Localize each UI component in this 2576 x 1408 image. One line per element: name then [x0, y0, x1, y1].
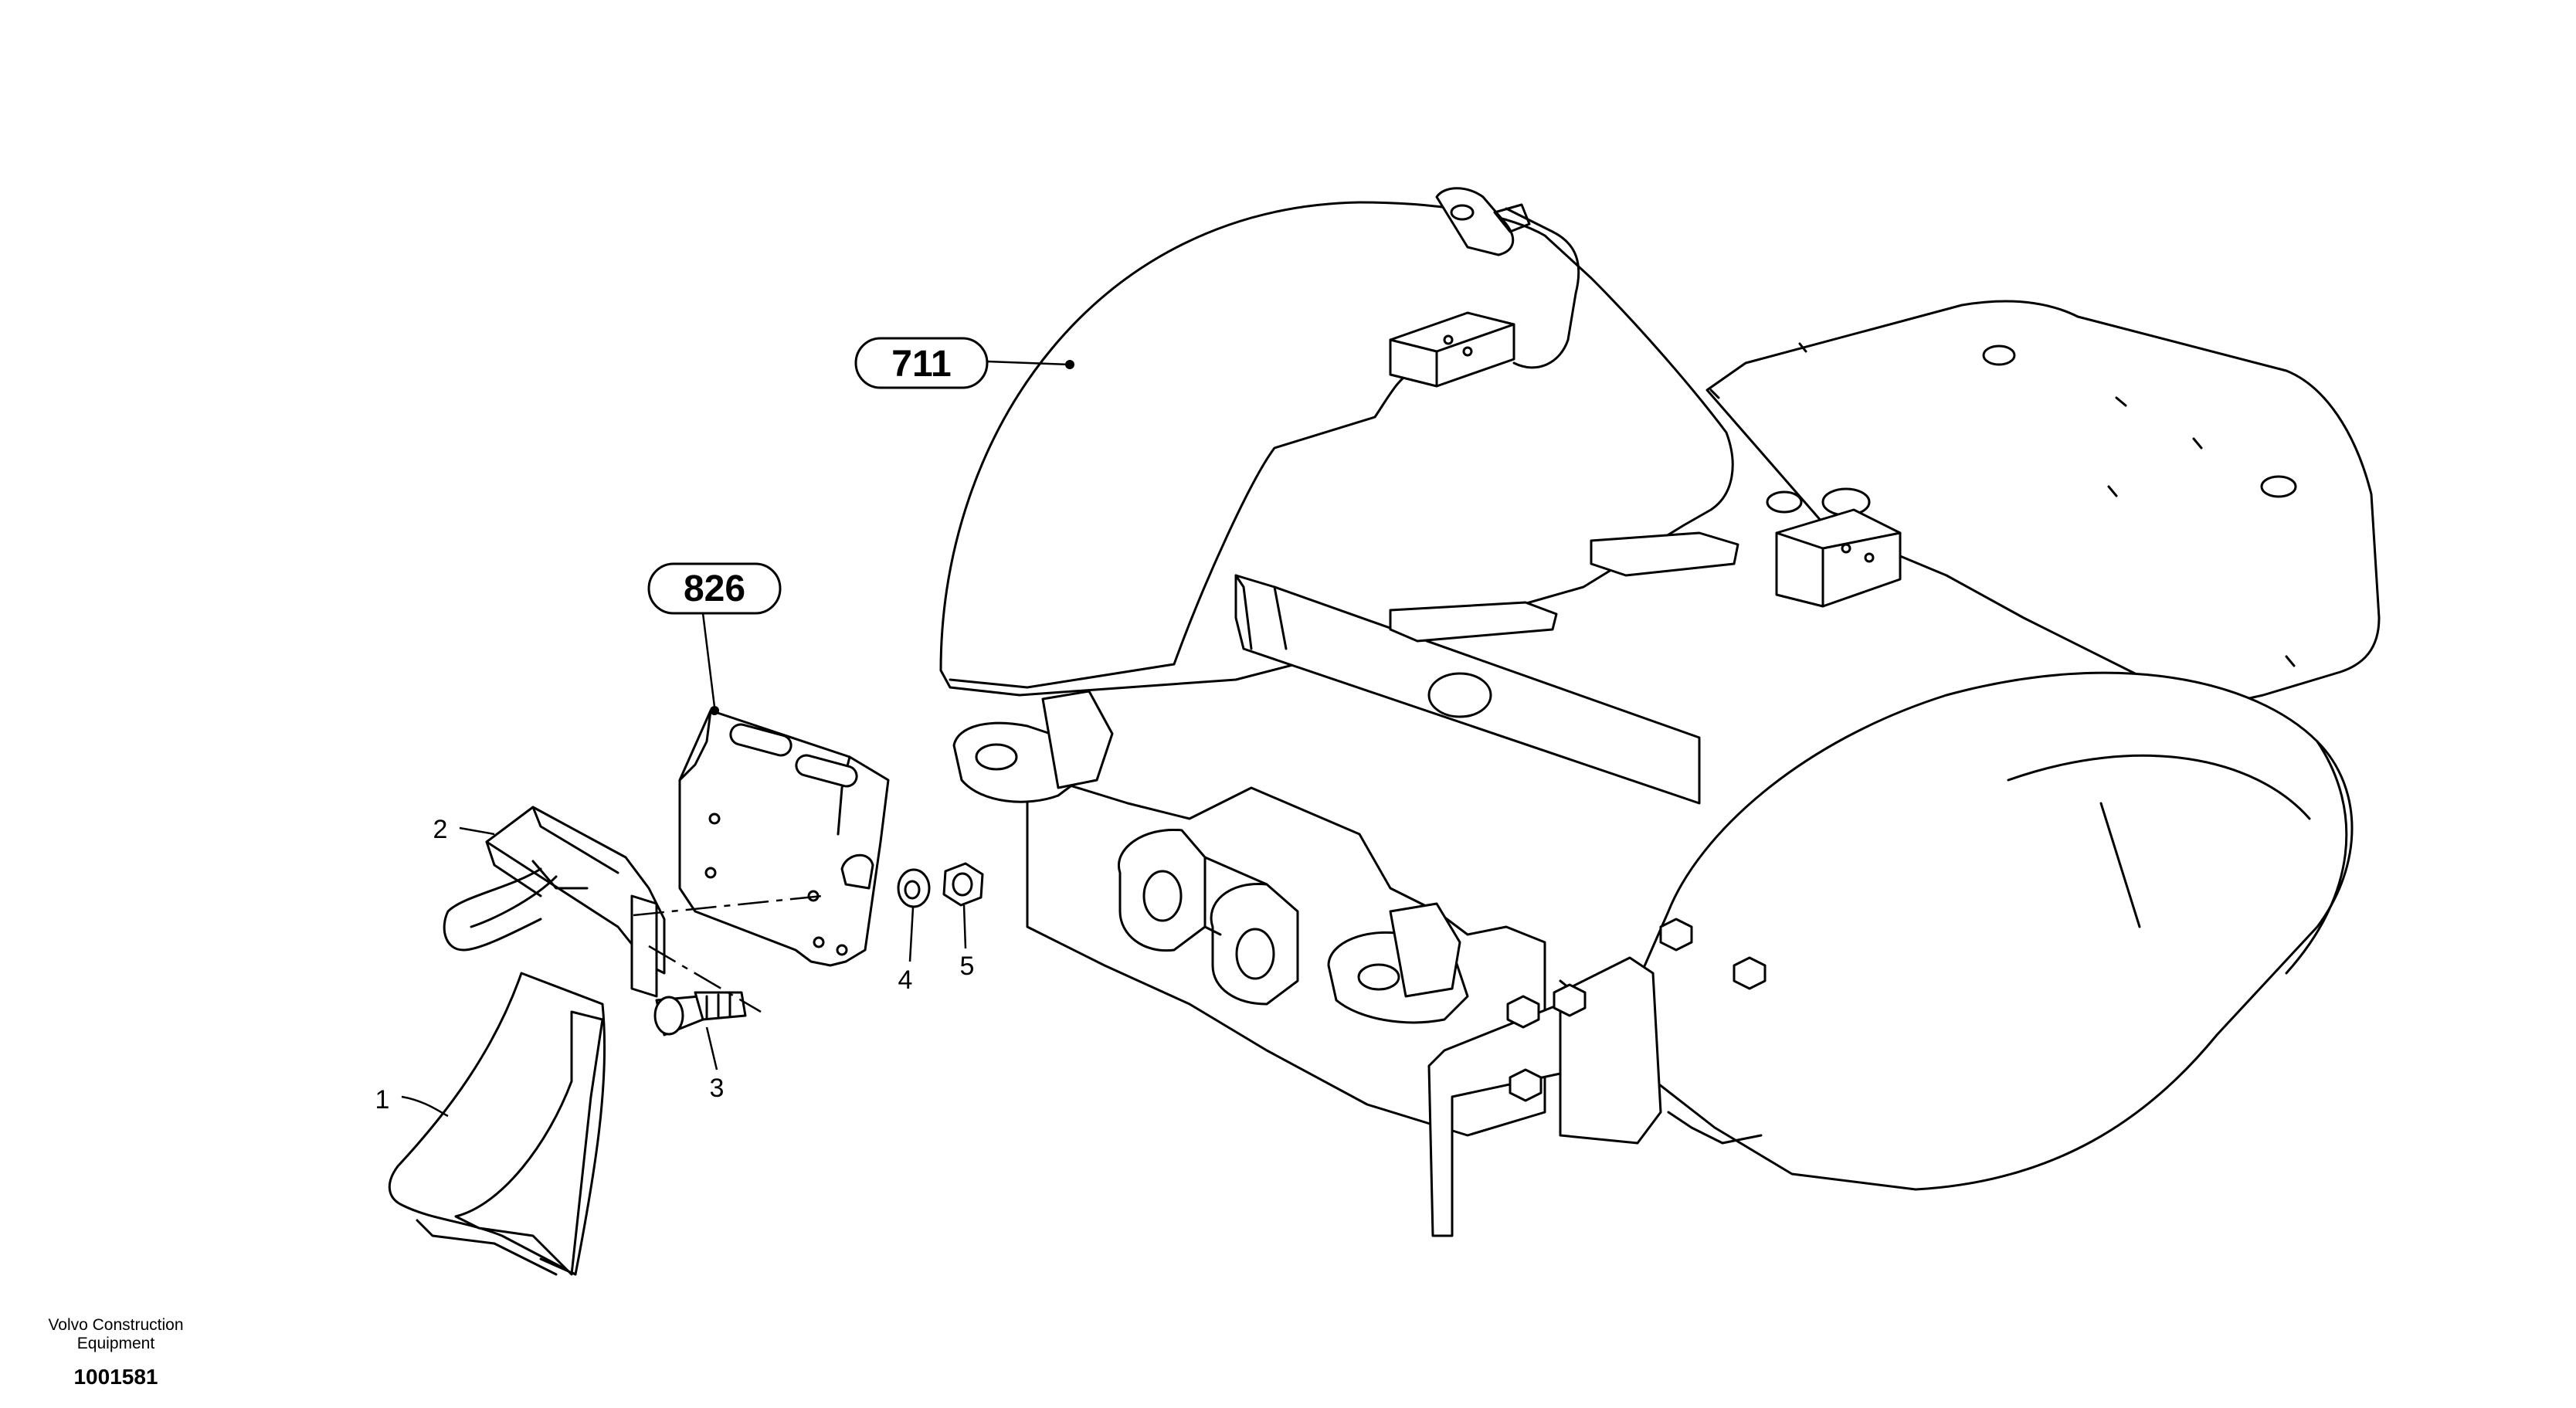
callout-711: 711 [854, 337, 1074, 389]
part-5-nut [942, 862, 984, 907]
callout-826-box [647, 562, 782, 615]
part-number-4: 4 [898, 907, 915, 995]
part-2-clip [443, 806, 666, 998]
part-label-3: 3 [710, 1074, 725, 1103]
fender-frame-assembly [939, 187, 2381, 1237]
part-number-2: 2 [433, 815, 495, 844]
callout-826-label: 826 [684, 568, 745, 609]
part-1-mudflap [388, 972, 606, 1276]
bolt-heads [1506, 918, 1767, 1102]
part-label-5: 5 [960, 952, 975, 981]
brand-line-2: Equipment [77, 1335, 155, 1352]
bracket-826 [678, 709, 890, 967]
brand-line-1: Volvo Construction [48, 1316, 183, 1334]
callout-711-dot [1065, 360, 1074, 369]
callout-711-label: 711 [891, 344, 951, 385]
part-label-2: 2 [433, 815, 448, 844]
document-number: 1001581 [73, 1365, 158, 1389]
part-4-washer [897, 868, 931, 908]
callout-826: 826 [647, 562, 782, 715]
footer-brand: Volvo Construction Equipment 1001581 [48, 1316, 183, 1389]
part-number-5: 5 [960, 904, 975, 981]
part-label-1: 1 [375, 1085, 390, 1115]
part-3-bolt [653, 991, 747, 1036]
part-label-4: 4 [898, 965, 913, 995]
assembly-centerlines [633, 894, 823, 1013]
part-number-1: 1 [375, 1085, 449, 1118]
part-number-3: 3 [705, 1026, 725, 1103]
callout-711-box [854, 337, 989, 389]
callout-826-dot [710, 706, 719, 715]
